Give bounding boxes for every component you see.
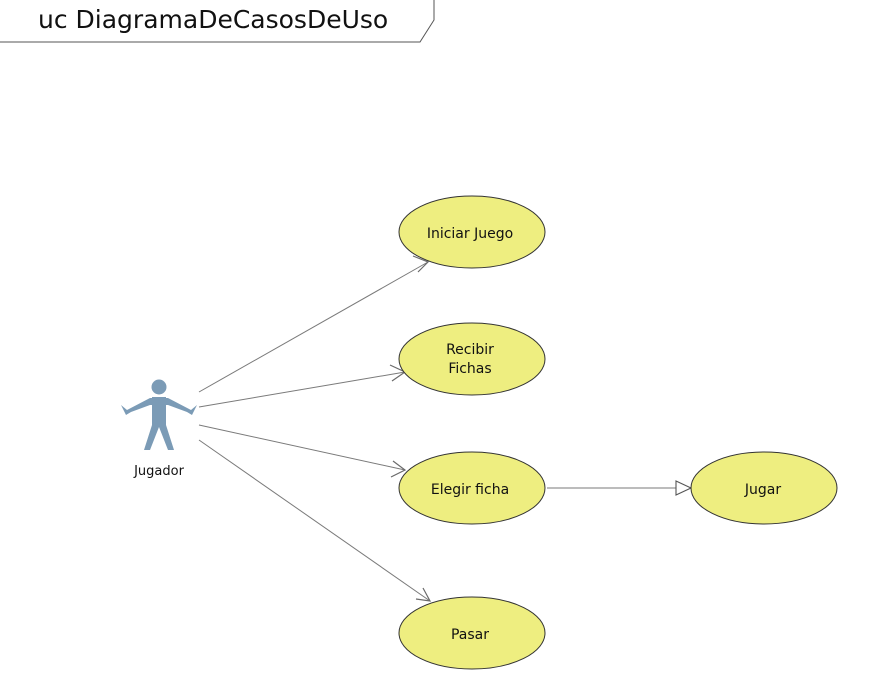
generalization-arrow-head (675, 480, 693, 496)
arrow-head-elegir (390, 460, 407, 478)
use-case-iniciar-juego[interactable]: Iniciar Juego (398, 195, 546, 269)
association-line-pasar (198, 439, 431, 602)
use-case-elegir-ficha[interactable]: Elegir ficha (398, 451, 546, 525)
arrow-head-iniciar (412, 255, 430, 273)
use-case-pasar[interactable]: Pasar (398, 596, 546, 670)
stick-figure-actor-icon (121, 379, 197, 450)
use-case-label-line-2: Fichas (448, 361, 491, 377)
use-case-jugar[interactable]: Jugar (690, 451, 838, 525)
diagram-frame: uc DiagramaDeCasosDeUso (0, 0, 435, 43)
association-line-iniciar (198, 261, 429, 393)
use-case-label: Pasar (451, 627, 489, 643)
arrow-head-pasar (415, 587, 432, 602)
frame-title: uc DiagramaDeCasosDeUso (38, 5, 388, 34)
use-case-label: Iniciar Juego (427, 226, 513, 242)
use-case-recibir-fichas[interactable]: Recibir Fichas (398, 322, 546, 396)
use-case-label: Elegir ficha (431, 482, 509, 498)
use-case-label-line-1: Recibir (446, 342, 494, 358)
association-lines (198, 255, 693, 602)
association-line-recibir (198, 371, 406, 408)
actor-jugador[interactable]: Jugador (121, 379, 197, 480)
actor-label: Jugador (133, 464, 184, 479)
association-line-elegir (198, 424, 406, 471)
use-case-label: Jugar (744, 482, 781, 498)
